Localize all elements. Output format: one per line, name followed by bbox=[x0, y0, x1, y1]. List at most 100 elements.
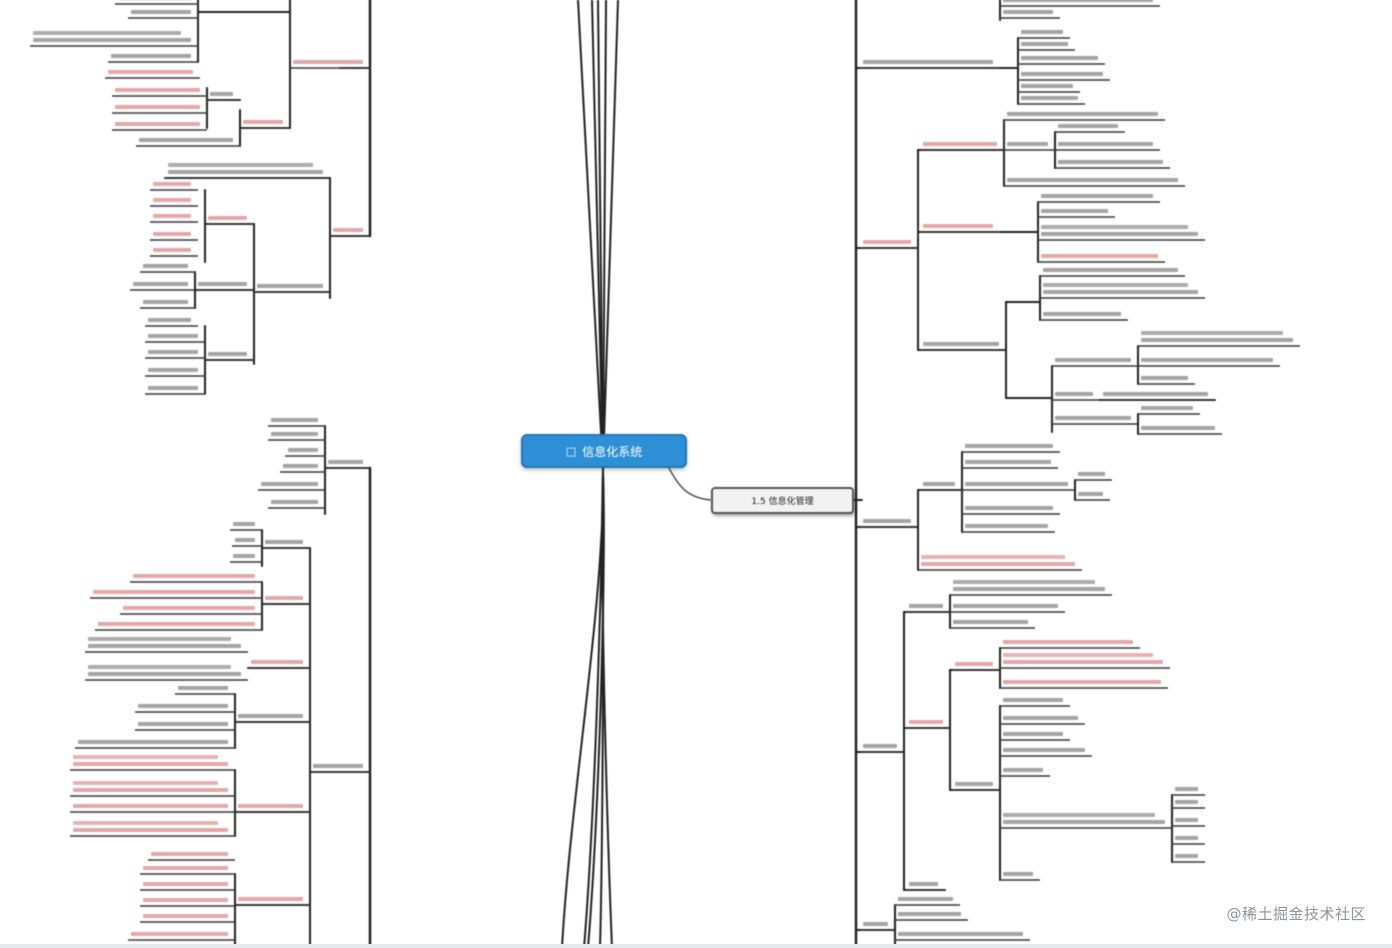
leaf-text bbox=[1041, 254, 1158, 258]
leaf-text bbox=[243, 120, 283, 124]
leaf-text bbox=[33, 38, 191, 42]
leaf-text bbox=[143, 882, 228, 886]
bottom-divider bbox=[0, 944, 1392, 948]
leaf-text bbox=[1041, 194, 1153, 198]
leaf-text bbox=[909, 720, 943, 724]
leaf-text bbox=[1003, 872, 1033, 876]
leaf-text bbox=[1003, 768, 1043, 772]
leaf-text bbox=[168, 163, 313, 167]
leaf-text bbox=[143, 264, 188, 268]
leaf-text bbox=[148, 318, 191, 322]
leaf-text bbox=[131, 932, 228, 936]
leaf-text bbox=[1003, 680, 1161, 684]
leaf-text bbox=[261, 482, 318, 486]
leaf-text bbox=[1043, 312, 1121, 316]
leaf-text bbox=[923, 224, 993, 228]
leaf-text bbox=[923, 342, 999, 346]
leaf-text bbox=[1021, 96, 1078, 100]
leaf-text bbox=[271, 418, 318, 422]
root-topic-node[interactable]: □ 信息化系统 bbox=[521, 434, 687, 468]
leaf-text bbox=[111, 54, 191, 58]
leaf-text bbox=[1078, 492, 1103, 496]
center-connector-curve bbox=[561, 0, 605, 948]
leaf-text bbox=[1078, 472, 1105, 476]
leaf-text bbox=[863, 922, 888, 926]
leaf-text bbox=[1003, 813, 1155, 817]
leaf-text bbox=[238, 714, 303, 718]
leaf-text bbox=[1141, 358, 1273, 362]
leaf-text bbox=[1175, 836, 1198, 840]
leaf-text bbox=[153, 232, 191, 236]
leaf-text bbox=[1003, 10, 1053, 14]
leaf-text bbox=[1003, 0, 1153, 2]
leaf-text bbox=[1175, 787, 1198, 791]
leaf-text bbox=[148, 350, 198, 354]
leaf-text bbox=[233, 522, 255, 526]
leaf-text bbox=[953, 587, 1105, 591]
leaf-text bbox=[1141, 426, 1215, 430]
leaf-text bbox=[955, 782, 993, 786]
leaf-text bbox=[153, 182, 191, 186]
leaf-text bbox=[143, 898, 228, 902]
leaf-text bbox=[1055, 358, 1131, 362]
leaf-text bbox=[153, 214, 191, 218]
leaf-text bbox=[313, 764, 363, 768]
leaf-text bbox=[965, 524, 1048, 528]
leaf-text bbox=[115, 88, 200, 92]
leaf-text bbox=[863, 60, 993, 64]
leaf-text bbox=[138, 722, 228, 726]
leaf-text bbox=[1021, 56, 1098, 60]
leaf-text bbox=[153, 248, 191, 252]
leaf-text bbox=[965, 444, 1053, 448]
leaf-text bbox=[123, 606, 255, 610]
leaf-text bbox=[1058, 124, 1118, 128]
leaf-text bbox=[955, 662, 993, 666]
leaf-text bbox=[33, 31, 181, 35]
leaf-text bbox=[1003, 653, 1153, 657]
leaf-text bbox=[283, 464, 318, 468]
leaf-text bbox=[1021, 42, 1068, 46]
leaf-text bbox=[73, 828, 228, 832]
leaf-text bbox=[1003, 640, 1133, 644]
leaf-text bbox=[288, 448, 318, 452]
leaf-text bbox=[78, 740, 228, 744]
leaf-text bbox=[271, 500, 318, 504]
leaf-text bbox=[333, 228, 363, 232]
leaf-text bbox=[1141, 376, 1188, 380]
leaf-text bbox=[1003, 698, 1063, 702]
leaf-text bbox=[1055, 416, 1131, 420]
mind-map-branches bbox=[30, 0, 1300, 948]
leaf-text bbox=[1007, 112, 1158, 116]
main-branch-node[interactable]: 1.5 信息化管理 bbox=[711, 487, 854, 514]
leaf-text bbox=[921, 562, 1075, 566]
leaf-text bbox=[168, 170, 323, 174]
leaf-text bbox=[293, 60, 363, 64]
leaf-text bbox=[208, 216, 247, 220]
leaf-text bbox=[1021, 72, 1103, 76]
main-branch-label: 1.5 信息化管理 bbox=[751, 497, 814, 507]
leaf-text bbox=[1058, 160, 1163, 164]
leaf-text bbox=[73, 821, 218, 825]
leaf-text bbox=[863, 240, 911, 244]
leaf-text bbox=[953, 620, 1028, 624]
leaf-text bbox=[238, 804, 303, 808]
leaf-text bbox=[148, 386, 198, 390]
leaf-text bbox=[1003, 660, 1163, 664]
leaf-text bbox=[1175, 854, 1198, 858]
leaf-text bbox=[257, 284, 323, 288]
leaf-text bbox=[1003, 716, 1078, 720]
leaf-text bbox=[1003, 820, 1165, 824]
leaf-text bbox=[235, 538, 255, 542]
leaf-text bbox=[1021, 30, 1063, 34]
leaf-text bbox=[1141, 331, 1283, 335]
leaf-text bbox=[93, 590, 255, 594]
leaf-text bbox=[265, 540, 303, 544]
leaf-text bbox=[73, 804, 228, 808]
leaf-text bbox=[909, 604, 943, 608]
leaf-text bbox=[88, 644, 241, 648]
leaf-text bbox=[953, 580, 1095, 584]
leaf-text bbox=[863, 744, 897, 748]
leaf-text bbox=[328, 460, 363, 464]
